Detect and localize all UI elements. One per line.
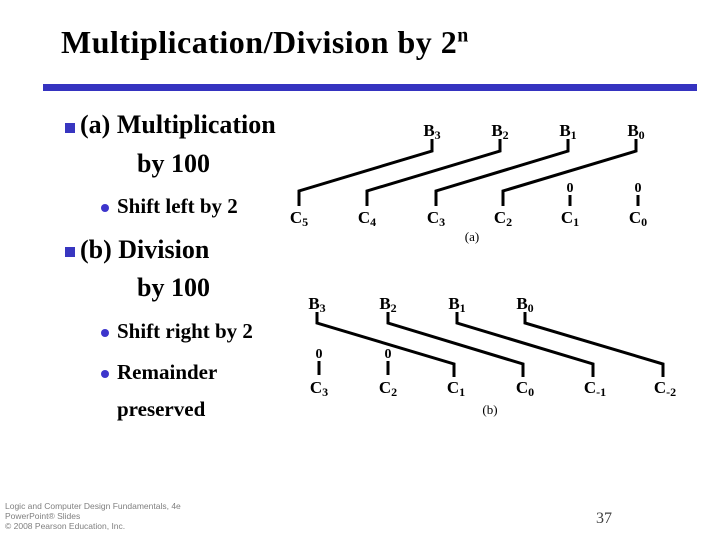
diagram-b-bottom-label: C3: [310, 378, 328, 399]
diagram-a-bottom-label: C1: [561, 208, 579, 229]
diagram-a-top-label: B3: [423, 121, 440, 142]
diagram-a-bottom-label: C4: [358, 208, 376, 229]
diagram-a-top-label: B1: [559, 121, 576, 142]
diagram-a-zero-input: 0: [635, 181, 642, 196]
bullet-b-line1: (b) Division: [80, 235, 210, 264]
page-title-text: Multiplication/Division by 2: [61, 24, 458, 60]
diagram-b-bottom-label: C-1: [584, 378, 606, 399]
diagram-a-bottom-label: C3: [427, 208, 445, 229]
footer-credits: Logic and Computer Design Fundamentals, …: [5, 501, 181, 531]
round-bullet-icon: [101, 370, 109, 378]
diagram-b-caption: (b): [482, 402, 497, 417]
diagram-b-zero-input: 0: [316, 347, 323, 362]
diagram-b-top-label: B1: [448, 294, 465, 315]
diagram-b-top-label: B0: [516, 294, 533, 315]
footer-line: © 2008 Pearson Education, Inc.: [5, 521, 126, 531]
round-bullet-icon: [101, 204, 109, 212]
shift-right-wires: [315, 312, 665, 377]
diagram-a-zero-input: 0: [567, 181, 574, 196]
bullet-a-line1: (a) Multiplication: [80, 110, 276, 139]
diagram-b-bottom-label: C-2: [654, 378, 676, 399]
bullet-b-sub2-line1: Remainder: [117, 360, 218, 384]
square-bullet-icon: [65, 123, 75, 133]
diagram-a-top-label: B0: [627, 121, 644, 142]
diagram-b-top-label: B2: [379, 294, 396, 315]
diagram-a-top-label: B2: [491, 121, 508, 142]
bullet-a-sub1: Shift left by 2: [117, 194, 238, 218]
bullet-b-sub1: Shift right by 2: [117, 319, 253, 343]
diagram-a-bottom-label: C0: [629, 208, 647, 229]
page-title: Multiplication/Division by 2n: [61, 24, 469, 61]
page-number: 37: [596, 510, 612, 527]
bullet-b-line2: by 100: [137, 273, 210, 302]
diagram-b-bottom-label: C1: [447, 378, 465, 399]
shift-left-wires: [297, 139, 640, 206]
shift-right-diagram: B3 B2 B1 B0 0 0 C3 C2 C1 C0 C-1 C-2 (b): [308, 294, 676, 417]
diagram-a-bottom-label: C5: [290, 208, 308, 229]
diagram-b-zero-input: 0: [385, 347, 392, 362]
diagram-b-bottom-label: C0: [516, 378, 534, 399]
bullet-a-line2: by 100: [137, 149, 210, 178]
diagram-b-bottom-label: C2: [379, 378, 397, 399]
diagram-a-bottom-label: C2: [494, 208, 512, 229]
footer-line: Logic and Computer Design Fundamentals, …: [5, 501, 181, 511]
shift-left-diagram: B3 B2 B1 B0 0 0 C5 C4 C3 C2 C1 C0 (a): [290, 121, 647, 244]
footer-line: PowerPoint® Slides: [5, 511, 81, 521]
title-divider: [43, 84, 697, 91]
diagram-b-top-label: B3: [308, 294, 325, 315]
square-bullet-icon: [65, 247, 75, 257]
page-title-superscript: n: [457, 24, 469, 47]
bullet-b-sub2-line2: preserved: [117, 397, 206, 421]
diagram-a-caption: (a): [465, 229, 479, 244]
round-bullet-icon: [101, 329, 109, 337]
